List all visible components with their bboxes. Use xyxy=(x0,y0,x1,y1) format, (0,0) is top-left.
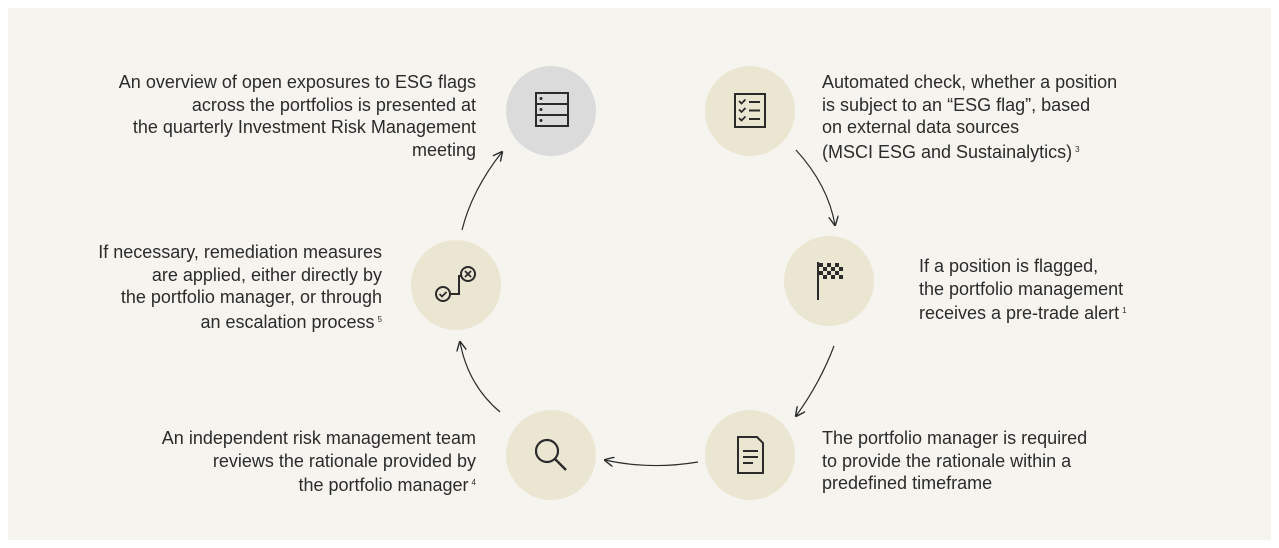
step-text-rationale: The portfolio manager is required to pro… xyxy=(822,428,1088,493)
document-icon xyxy=(737,436,764,474)
node-automated-check xyxy=(705,66,795,156)
arrow-check-to-flag xyxy=(795,149,835,225)
node-remediation xyxy=(411,240,501,330)
step-text-flag-alert: If a position is flagged, the portfolio … xyxy=(919,256,1127,323)
step-text-overview: An overview of open exposures to ESG fla… xyxy=(118,72,476,160)
node-rationale xyxy=(705,410,795,500)
step-text-review: An independent risk management team revi… xyxy=(161,428,476,495)
magnifier-icon xyxy=(534,438,567,471)
step-text-automated-check: Automated check, whether a position is s… xyxy=(822,72,1118,162)
checkered-flag-icon xyxy=(817,262,843,300)
arrow-flag-to-rationale xyxy=(796,345,835,416)
check-cross-process-icon xyxy=(435,266,476,302)
arrow-rationale-to-review xyxy=(605,460,699,466)
node-flag-alert xyxy=(784,236,874,326)
diagram-panel xyxy=(8,8,1271,540)
node-overview xyxy=(506,66,596,156)
list-icon xyxy=(535,92,569,127)
arrow-remediation-to-overview xyxy=(461,152,502,231)
arrow-review-to-remediation xyxy=(460,342,501,413)
step-text-remediation: If necessary, remediation measures are a… xyxy=(98,242,382,332)
checklist-icon xyxy=(734,93,766,128)
node-review xyxy=(506,410,596,500)
